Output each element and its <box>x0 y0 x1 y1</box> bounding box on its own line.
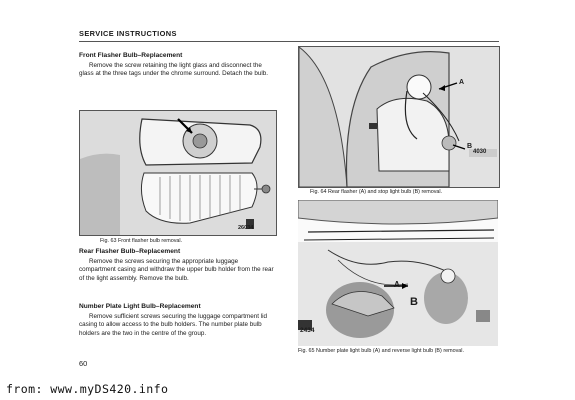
figure-64-image: A B 4030 <box>298 46 500 188</box>
number-plate-heading: Number Plate Light Bulb–Replacement <box>79 303 201 310</box>
rear-flasher-illustration <box>299 47 499 187</box>
figure-65-label-a: A <box>394 280 400 289</box>
page-number: 60 <box>79 359 88 368</box>
figure-65-label-b: B <box>410 296 418 308</box>
figure-65-code: 2434 <box>300 327 315 334</box>
number-plate-illustration <box>298 200 498 346</box>
front-flasher-text: Remove the screw retaining the light gla… <box>79 62 269 78</box>
figure-63-code: 26034 <box>238 225 254 231</box>
rear-flasher-text: Remove the screws securing the appropria… <box>79 258 274 282</box>
figure-64-label-a: A <box>459 79 465 86</box>
front-flasher-illustration <box>80 111 276 235</box>
number-plate-text: Remove sufficient screws securing the lu… <box>79 313 268 337</box>
figure-64-label-b: B <box>467 143 473 150</box>
figure-64-code: 4030 <box>473 149 487 155</box>
header-divider <box>79 41 499 42</box>
figure-65-image: A B 2434 <box>298 200 498 346</box>
figure-63-caption: Fig. 63 Front flasher bulb removal. <box>100 238 183 244</box>
figure-63-image: 26034 <box>79 110 277 236</box>
figure-65-caption: Fig. 65 Number plate light bulb (A) and … <box>298 348 464 354</box>
rear-flasher-heading: Rear Flasher Bulb–Replacement <box>79 248 181 255</box>
front-flasher-heading: Front Flasher Bulb–Replacement <box>79 52 183 59</box>
source-watermark: from: www.myDS420.info <box>6 382 169 396</box>
page-header: SERVICE INSTRUCTIONS <box>79 29 177 38</box>
figure-64-caption: Fig. 64 Rear flasher (A) and stop light … <box>310 189 443 195</box>
